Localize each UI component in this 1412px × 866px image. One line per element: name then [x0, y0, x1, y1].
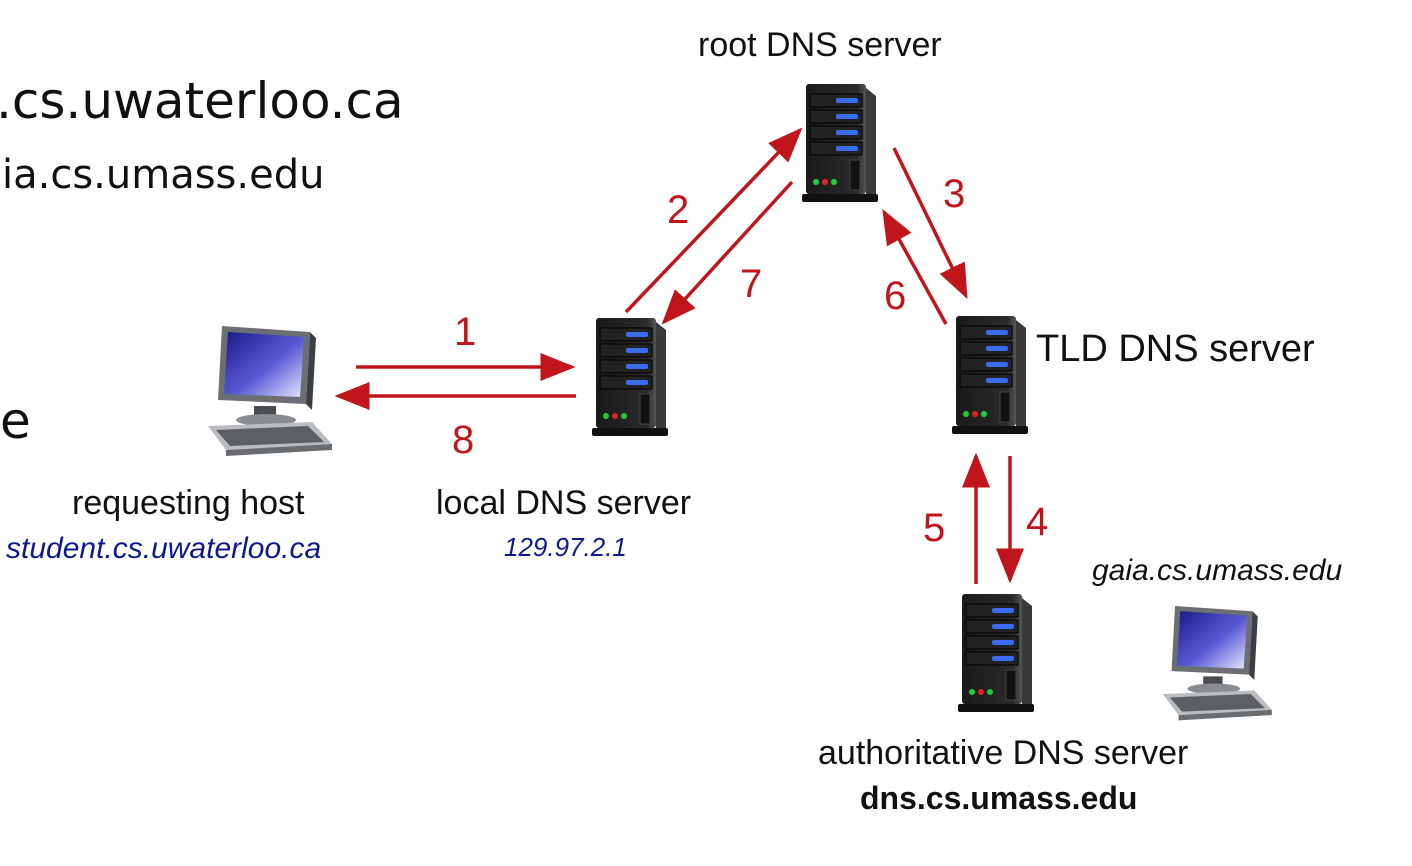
arrow-step-3: [892, 147, 968, 300]
local-dns-server-icon: [591, 317, 669, 437]
slide-text-line-2: ia.cs.umass.edu: [2, 152, 325, 198]
gaia-host-computer-icon: [1162, 606, 1272, 721]
tld-dns-server-icon: [951, 315, 1029, 435]
step-number-4: 4: [1026, 500, 1049, 544]
authoritative-dns-server-label: authoritative DNS server: [818, 734, 1189, 772]
step-number-6: 6: [884, 274, 907, 318]
requesting-host-label: requesting host: [72, 484, 305, 522]
step-number-1: 1: [454, 310, 477, 354]
step-number-2: 2: [667, 188, 690, 232]
requesting-host-name: student.cs.uwaterloo.ca: [6, 532, 322, 565]
step-number-5: 5: [923, 506, 946, 550]
authoritative-dns-server-name: dns.cs.umass.edu: [860, 780, 1138, 816]
step-number-8: 8: [452, 418, 475, 462]
local-dns-server-ip: 129.97.2.1: [504, 532, 627, 562]
authoritative-dns-server-icon: [957, 593, 1035, 713]
slide-text-line-3: e: [0, 392, 31, 450]
root-dns-server-icon: [801, 83, 879, 203]
arrow-step-6: [882, 208, 948, 325]
step-number-3: 3: [943, 172, 966, 216]
gaia-host-name: gaia.cs.umass.edu: [1092, 554, 1343, 587]
requesting-host-computer-icon: [208, 326, 332, 456]
tld-dns-server-label: TLD DNS server: [1036, 328, 1315, 370]
root-dns-server-label: root DNS server: [698, 26, 942, 64]
step-number-7: 7: [740, 262, 763, 306]
arrow-step-7: [661, 180, 794, 325]
local-dns-server-label: local DNS server: [436, 484, 692, 522]
slide-text-line-1: .cs.uwaterloo.ca: [0, 72, 404, 130]
arrow-step-2: [624, 127, 803, 314]
